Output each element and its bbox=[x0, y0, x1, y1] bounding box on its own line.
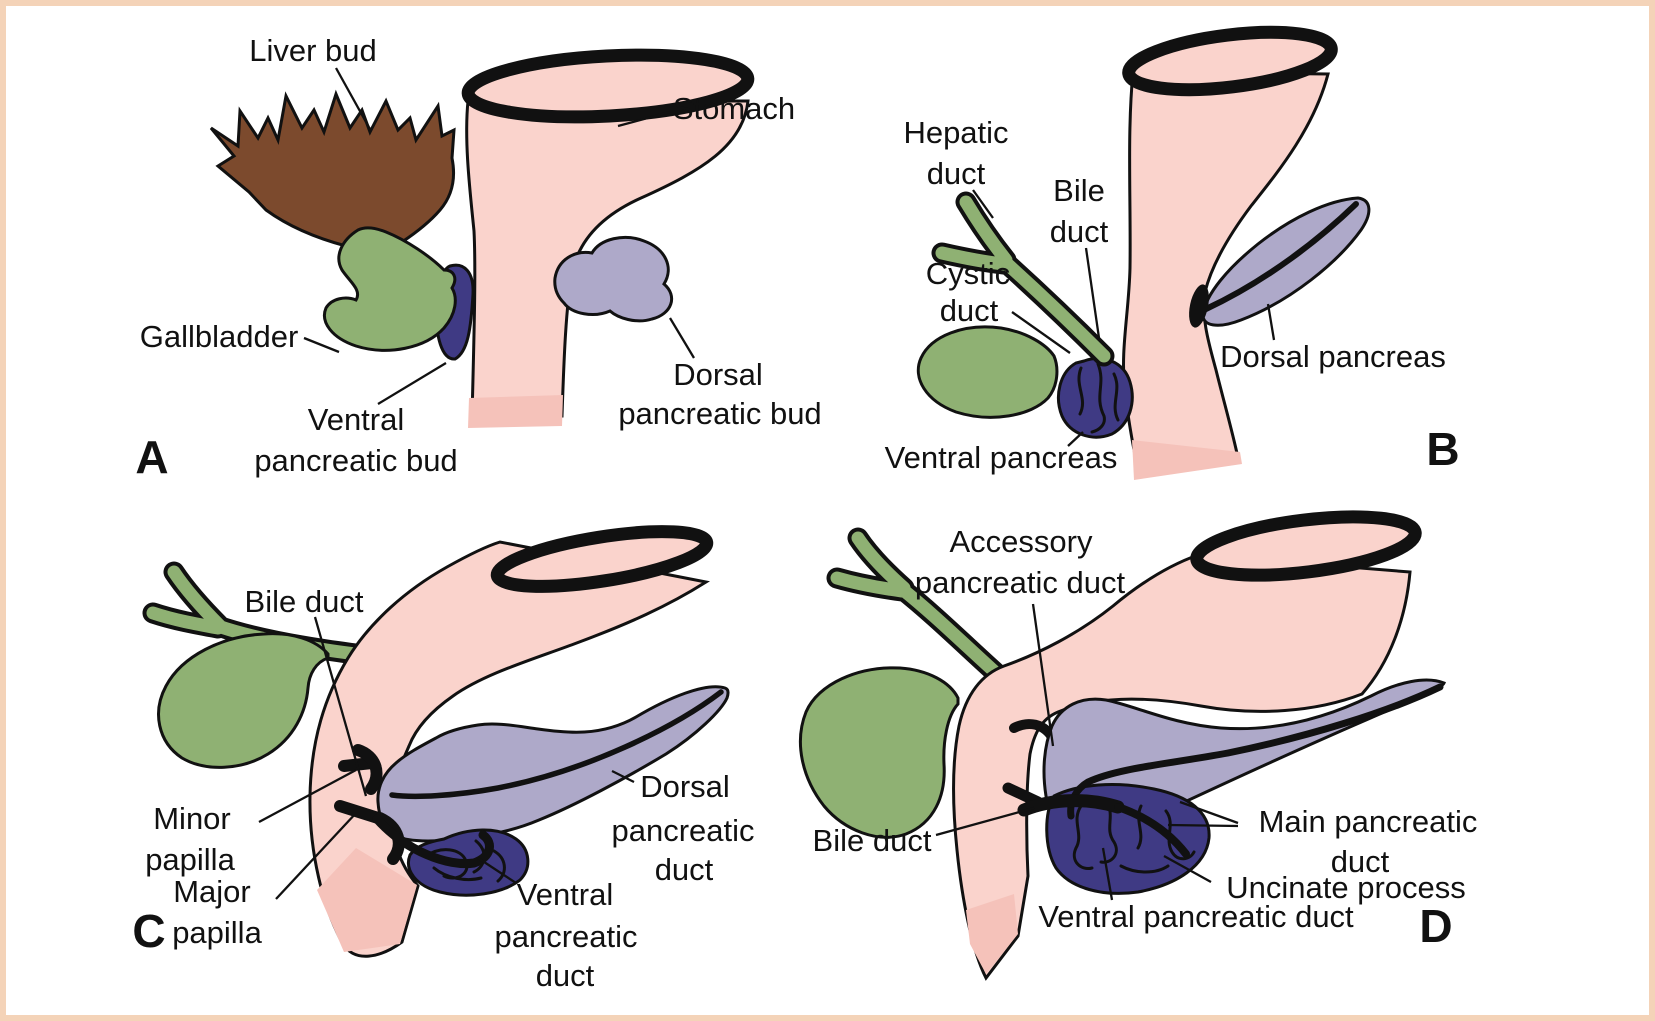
uncinate-texture-d bbox=[1072, 799, 1196, 874]
stomach-duodenum-shape-c bbox=[308, 540, 710, 958]
label-dorsal-duct-2: pancreatic bbox=[611, 813, 754, 848]
label-dorsal-bud-2: pancreatic bud bbox=[618, 396, 821, 431]
label-ventral-bud-1: Ventral bbox=[308, 402, 405, 437]
label-major-1: Major bbox=[173, 874, 251, 909]
gallbladder-shape-c bbox=[157, 632, 330, 769]
liver-bud-shape bbox=[209, 89, 456, 251]
hepatic-bile-duct-shape bbox=[935, 195, 1111, 363]
label-ventral-duct-3: duct bbox=[536, 958, 595, 993]
panel-letter-d: D bbox=[1419, 900, 1452, 952]
panel-letter-a: A bbox=[135, 431, 168, 483]
ventral-pancreas-shape-b bbox=[1057, 357, 1134, 439]
stomach-shape bbox=[465, 99, 750, 420]
embryology-diagram: Liver bud Stomach Gallbladder Ventral pa… bbox=[132, 25, 1478, 993]
label-major-2: papilla bbox=[172, 915, 262, 950]
duodenum-cut-end-b bbox=[1132, 440, 1242, 480]
major-papilla-leader bbox=[275, 811, 358, 900]
stomach-shape-b bbox=[1122, 70, 1330, 472]
ventral-pancreatic-duct-line-c bbox=[372, 814, 494, 869]
panel-a: Liver bud Stomach Gallbladder Ventral pa… bbox=[135, 33, 821, 483]
stomach-leader bbox=[617, 110, 671, 128]
dorsal-pancreas-leader bbox=[1266, 303, 1276, 341]
panel-letter-b: B bbox=[1426, 423, 1459, 475]
minor-papilla-leader bbox=[258, 768, 357, 824]
gallbladder-shape-d bbox=[799, 666, 960, 839]
accessory-duct-leader bbox=[1031, 603, 1055, 747]
label-dorsal-duct-3: duct bbox=[655, 852, 714, 887]
bile-duct-leader-c bbox=[313, 616, 368, 797]
duodenum-cut-end-c bbox=[317, 848, 417, 952]
label-ventral-duct-1: Ventral bbox=[517, 877, 614, 912]
ventral-duct-leader-c bbox=[477, 857, 517, 884]
label-accessory-1: Accessory bbox=[950, 524, 1093, 559]
ventral-duct-leader-d bbox=[1101, 847, 1114, 901]
label-gallbladder: Gallbladder bbox=[140, 319, 299, 354]
label-stomach: Stomach bbox=[673, 91, 795, 126]
label-ventral-pancreas: Ventral pancreas bbox=[885, 440, 1118, 475]
label-liver-bud: Liver bud bbox=[249, 33, 377, 68]
label-uncinate: Uncinate process bbox=[1226, 870, 1466, 905]
accessory-duct-arc-c bbox=[352, 744, 383, 795]
stomach-opening-ring bbox=[461, 48, 755, 124]
label-bile-2: duct bbox=[1050, 214, 1109, 249]
dorsal-pancreatic-bud-shape bbox=[553, 236, 674, 323]
stomach-opening-ring-b bbox=[1122, 25, 1338, 97]
cystic-duct-leader bbox=[1011, 311, 1071, 354]
gallbladder-leader bbox=[303, 336, 340, 354]
label-hepatic-1: Hepatic bbox=[903, 115, 1008, 150]
dorsal-duct-leader-c bbox=[611, 769, 635, 784]
bile-duct-stub-d bbox=[1002, 782, 1044, 808]
duodenum-cut-end bbox=[468, 395, 563, 428]
duodenum-cut-end-d bbox=[966, 894, 1018, 974]
panel-b: Hepatic duct Bile duct Cystic duct Dorsa… bbox=[885, 25, 1460, 480]
stomach-opening-ring-c bbox=[490, 525, 714, 593]
label-bile-1: Bile bbox=[1053, 173, 1105, 208]
bile-duct-leader-d bbox=[935, 806, 1035, 837]
dorsal-pancreatic-duct-line-c bbox=[389, 689, 724, 800]
uncinate-leader bbox=[1163, 854, 1212, 884]
main-duct-leader-lower bbox=[1167, 823, 1239, 828]
main-duct-leader-upper bbox=[1179, 800, 1239, 825]
ventral-duct-tail-d bbox=[1114, 803, 1190, 858]
stomach-opening-ring-d bbox=[1190, 510, 1422, 582]
gallbladder-shape-b bbox=[916, 325, 1059, 419]
label-dorsal-bud-1: Dorsal bbox=[673, 357, 763, 392]
gallbladder-shape bbox=[323, 226, 457, 352]
label-main-duct-2: duct bbox=[1331, 844, 1390, 879]
label-minor-1: Minor bbox=[153, 801, 231, 836]
hepatic-duct-leader bbox=[972, 189, 994, 219]
liver-bud-leader bbox=[334, 67, 373, 132]
dorsal-duct-junction-b bbox=[1189, 284, 1209, 328]
major-papilla-duct-stub bbox=[334, 800, 384, 824]
ventral-pancreas-leader bbox=[1067, 431, 1084, 447]
dorsal-duct-line-b bbox=[1203, 201, 1359, 312]
label-cystic-1: Cystic bbox=[926, 256, 1010, 291]
label-dorsal-pancreas: Dorsal pancreas bbox=[1220, 339, 1446, 374]
ventral-pancreas-texture-b bbox=[1077, 362, 1120, 434]
label-minor-2: papilla bbox=[145, 842, 235, 877]
label-ventral-duct-d: Ventral pancreatic duct bbox=[1038, 899, 1354, 934]
label-bile-duct-c: Bile duct bbox=[245, 584, 364, 619]
main-pancreatic-duct-line-d bbox=[1067, 683, 1444, 820]
label-main-duct-1: Main pancreatic bbox=[1259, 804, 1478, 839]
ventral-bud-leader bbox=[377, 362, 447, 405]
label-hepatic-2: duct bbox=[927, 156, 986, 191]
panel-d: Accessory pancreatic duct Bile duct Main… bbox=[799, 510, 1478, 981]
label-accessory-2: pancreatic duct bbox=[915, 565, 1126, 600]
panel-letter-c: C bbox=[132, 905, 165, 957]
label-ventral-bud-2: pancreatic bud bbox=[254, 443, 457, 478]
dorsal-pancreas-shape-c bbox=[376, 685, 730, 843]
label-ventral-duct-2: pancreatic bbox=[494, 919, 637, 954]
label-dorsal-duct-1: Dorsal bbox=[640, 769, 730, 804]
dorsal-bud-leader bbox=[669, 317, 695, 359]
bile-main-duct-junction-d bbox=[1017, 794, 1125, 817]
label-bile-duct-d: Bile duct bbox=[813, 823, 932, 858]
label-cystic-2: duct bbox=[940, 293, 999, 328]
bile-duct-leader-b bbox=[1084, 247, 1101, 339]
panel-c: Bile duct Minor papilla Major papilla Do… bbox=[132, 525, 755, 993]
